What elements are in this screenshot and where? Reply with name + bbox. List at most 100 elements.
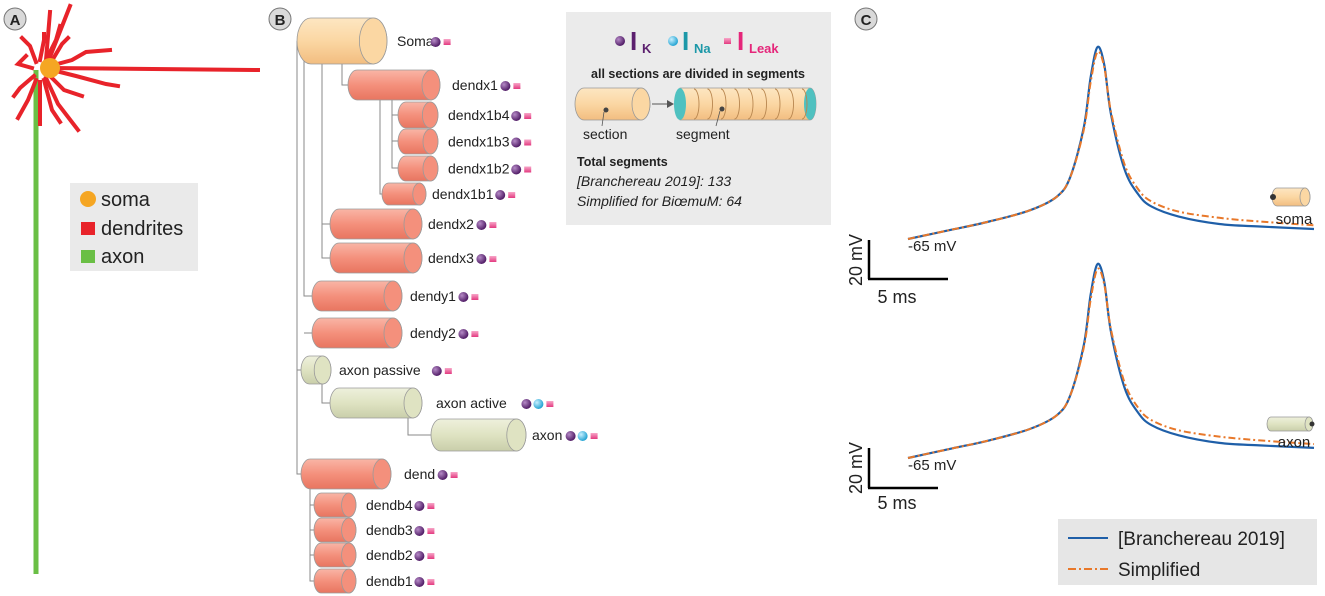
tree-connector-4 <box>321 64 330 259</box>
section-dendy1-label: dendy1 <box>410 288 456 304</box>
section-dendb4: dendb4 <box>313 492 435 518</box>
leak-channel-icon <box>471 331 479 337</box>
section-dendb1-label: dendb1 <box>366 573 413 589</box>
section-soma-cap <box>359 17 388 65</box>
section-dendb4-label: dendb4 <box>366 497 413 513</box>
dendrite-lines <box>11 3 261 133</box>
section-dendx2-label: dendx2 <box>428 216 474 232</box>
section-dendb3: dendb3 <box>313 517 435 543</box>
section-dendx1b4-cap <box>422 101 439 129</box>
k-channel-icon <box>458 292 469 302</box>
leak-channel-icon <box>427 553 435 559</box>
k-channel-icon <box>521 399 532 409</box>
panel-c-letter: C <box>861 12 872 29</box>
section-axon: axon <box>430 418 598 452</box>
legend-a-soma: soma <box>101 189 151 211</box>
k-channel-icon <box>615 36 625 46</box>
panel-a: A <box>3 3 261 574</box>
segments-heading: all sections are divided in segments <box>591 67 805 81</box>
soma-trace-lines <box>907 45 1315 241</box>
k-channel-icon <box>437 470 448 480</box>
section-soma-label: Soma <box>397 33 434 49</box>
tree-connector-7 <box>379 100 382 195</box>
section-dend-cap <box>372 458 392 490</box>
section-axon-active-cap <box>403 387 423 419</box>
section-dendx2-cap <box>403 208 423 240</box>
segment-divider <box>761 88 767 120</box>
total-segments-simplified: Simplified for BiœmuM: 64 <box>577 193 742 209</box>
leak-channel-icon <box>524 166 532 173</box>
tree-connectors <box>296 41 431 582</box>
leak-channel-icon <box>546 401 554 407</box>
leak-channel-icon <box>513 83 521 89</box>
tree-connector-10 <box>391 115 398 169</box>
section-dendx1b3: dendx1b3 <box>397 128 532 155</box>
k-channel-icon <box>476 254 487 264</box>
section-axon-active: axon active <box>329 387 554 419</box>
axon-trace-branchereau-2019 <box>907 262 1315 460</box>
soma-scalebar-y-label: 20 mV <box>846 234 866 286</box>
segment-divider <box>801 88 808 120</box>
soma-scalebar <box>867 240 948 281</box>
section-axon-label: axon <box>532 427 562 443</box>
axon-scalebar-y-label: 20 mV <box>846 442 866 494</box>
soma-scalebar-x-label: 5 ms <box>877 287 916 307</box>
tree-connector-6 <box>341 64 348 86</box>
ik-subscript: K <box>642 41 652 56</box>
section-dendy1-cap <box>383 280 403 312</box>
k-channel-icon <box>511 164 522 175</box>
section-dendb3-cap <box>341 517 357 543</box>
soma-trace-branchereau-2019 <box>907 45 1315 241</box>
leak-channel-icon <box>508 192 516 198</box>
section-dendy2: dendy2 <box>311 317 479 349</box>
section-label: section <box>583 126 627 142</box>
section-point-icon <box>603 107 609 113</box>
segment-divider <box>747 88 754 120</box>
na-channel-icon <box>577 431 588 441</box>
segment-label: segment <box>676 126 730 142</box>
soma-trace-simplified <box>907 50 1315 240</box>
section-dendx1b1-label: dendx1b1 <box>432 186 494 202</box>
section-dendx1-label: dendx1 <box>452 77 498 93</box>
tree-connector-12 <box>407 418 431 436</box>
arrow-icon <box>652 100 674 108</box>
leak-channel-icon <box>450 472 458 478</box>
k-channel-icon <box>458 329 469 339</box>
section-dendx3-label: dendx3 <box>428 250 474 266</box>
section-dendx1b3-cap <box>422 128 439 155</box>
section-dendy1: dendy1 <box>311 280 479 312</box>
axon-trace-simplified <box>907 267 1315 459</box>
total-segments-title: Total segments <box>577 155 668 169</box>
segment-divider <box>720 88 727 120</box>
soma-legend-icon <box>80 191 96 207</box>
k-channel-icon <box>414 501 425 511</box>
leak-channel-icon <box>489 256 497 262</box>
section-dendx1b4-label: dendx1b4 <box>448 107 510 123</box>
soma-dot <box>40 58 60 78</box>
section-dendx1b3-label: dendx1b3 <box>448 134 510 150</box>
k-channel-icon <box>414 551 425 561</box>
na-channel-icon <box>533 399 544 409</box>
section-diagram: section <box>574 87 651 142</box>
section-dendx1b1: dendx1b1 <box>381 182 516 206</box>
section-dendb4-cap <box>341 492 357 518</box>
leak-channel-icon <box>724 38 731 44</box>
legend-ref-label: [Branchereau 2019] <box>1118 529 1285 550</box>
segment-divider <box>707 88 713 120</box>
ina-subscript: Na <box>694 41 711 56</box>
section-dendx3: dendx3 <box>329 242 497 274</box>
section-dendx1b2: dendx1b2 <box>397 155 532 182</box>
axon-compartment-label: axon <box>1278 434 1311 451</box>
legend-c: [Branchereau 2019] Simplified <box>1058 519 1317 585</box>
axon-trace-chart: -65 mV 20 mV 5 ms axon <box>846 262 1315 513</box>
k-channel-icon <box>414 577 425 587</box>
soma-baseline-label: -65 mV <box>908 238 956 255</box>
section-dendx1b4: dendx1b4 <box>397 101 532 129</box>
legend-a-dendrites: dendrites <box>101 218 183 240</box>
section-dend-label: dend <box>404 466 435 482</box>
panel-a-badge <box>3 7 27 31</box>
k-channel-icon <box>495 190 506 200</box>
segment-divider <box>788 88 794 120</box>
section-dendx1: dendx1 <box>347 69 521 101</box>
